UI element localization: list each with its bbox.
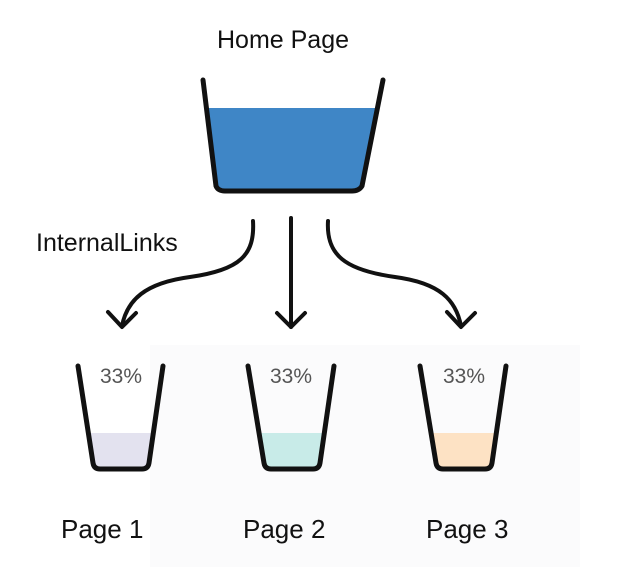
page-2-cup-fill [258, 433, 324, 469]
home-bucket-fill [208, 108, 378, 191]
arrowhead-page-1 [106, 310, 138, 329]
arrow-to-page-1 [120, 219, 256, 328]
page-1-percent: 33% [100, 365, 143, 388]
arrowhead-page-2 [275, 311, 307, 329]
page-3-cup [417, 363, 509, 472]
page-1-label: Page 1 [61, 514, 144, 544]
home-bucket [200, 77, 386, 194]
home-page-title: Home Page [217, 26, 350, 54]
page-3-percent: 33% [443, 365, 486, 388]
page-1-cup-outline [75, 363, 166, 472]
internal-links-label: InternalLinks [36, 229, 178, 257]
internal-link-arrows [106, 216, 477, 329]
arrow-to-page-3 [325, 219, 463, 328]
background-panel [150, 345, 580, 567]
home-bucket-outline [200, 77, 386, 194]
page-1-cup-fill [88, 433, 153, 469]
page-2-cup-outline [245, 363, 337, 472]
page-3-cup-fill [430, 433, 496, 469]
page-2-percent: 33% [270, 365, 313, 388]
arrowhead-page-3 [445, 310, 477, 329]
page-2-cup [245, 363, 337, 472]
page-2-label: Page 2 [243, 514, 326, 544]
page-3-label: Page 3 [426, 514, 509, 544]
page-1-cup [75, 363, 166, 472]
page-3-cup-outline [417, 363, 509, 472]
